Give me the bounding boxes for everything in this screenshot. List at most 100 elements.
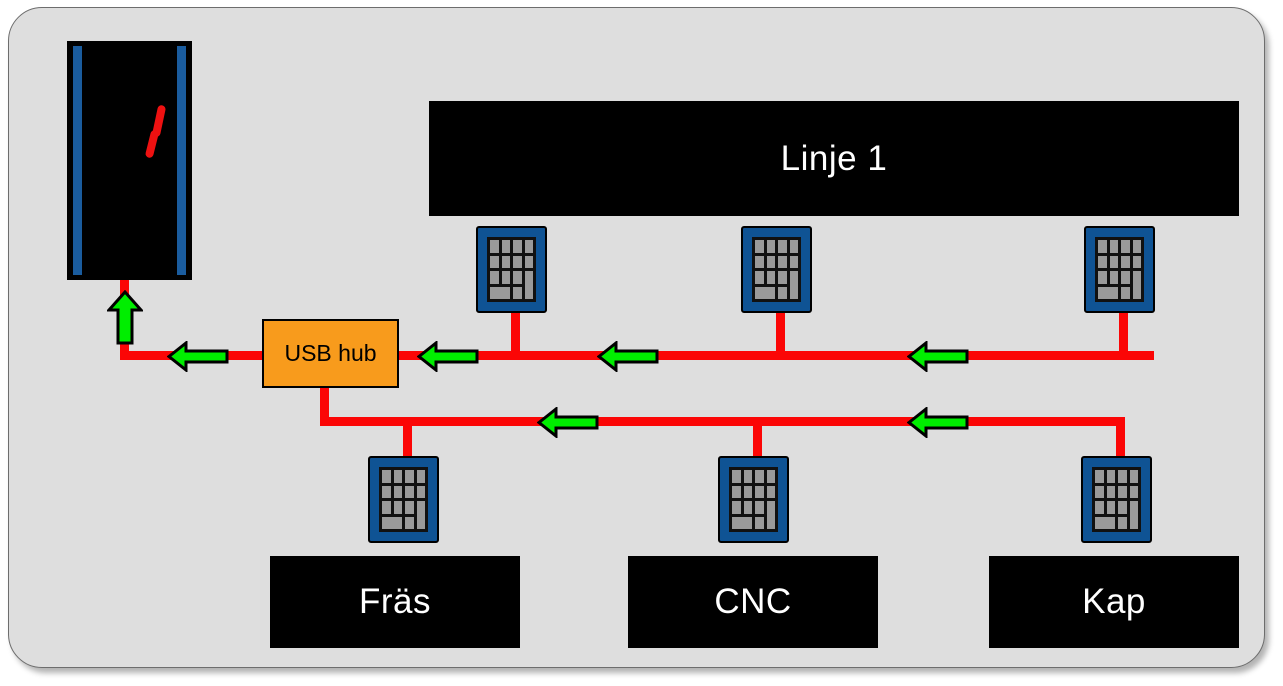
wire-dropper-bottom-1	[403, 417, 412, 460]
keypad-key	[405, 485, 414, 498]
arrow-top-bus-right	[907, 341, 969, 372]
keypad-key	[732, 485, 741, 498]
keypad-key-tall	[1129, 501, 1138, 529]
machine-label: CNC	[714, 582, 792, 621]
keypad-key	[766, 271, 775, 284]
device-bottom-3[interactable]	[1081, 456, 1152, 543]
keypad-grid-icon	[379, 467, 428, 532]
keypad-key	[766, 255, 775, 268]
keypad-key	[755, 470, 764, 483]
device-bottom-1[interactable]	[368, 456, 439, 543]
keypad-key	[743, 485, 752, 498]
keypad-key	[393, 470, 402, 483]
usb-hub-box[interactable]: USB hub	[262, 319, 399, 388]
keypad-key	[416, 485, 425, 498]
keypad-key-tall	[1132, 271, 1141, 299]
keypad-key	[382, 501, 391, 514]
wire-riser-top-3	[1119, 311, 1128, 356]
keypad-key	[416, 470, 425, 483]
keypad-key	[766, 240, 775, 253]
wire-riser-top-1	[511, 311, 520, 356]
wire-monitor-drop	[120, 338, 129, 360]
keypad-key	[501, 255, 510, 268]
keypad-key	[501, 271, 510, 284]
keypad-key	[1106, 470, 1115, 483]
keypad-key-wide	[755, 286, 775, 299]
keypad-key	[778, 255, 787, 268]
machine-label: Kap	[1082, 582, 1146, 621]
keypad-key	[513, 286, 522, 299]
keypad-key	[766, 470, 775, 483]
keypad-key	[1098, 271, 1107, 284]
keypad-key	[789, 240, 798, 253]
arrow-bottom-bus-right	[907, 407, 969, 438]
line-header-box[interactable]: Linje 1	[429, 101, 1239, 216]
keypad-key	[755, 485, 764, 498]
keypad-key	[755, 516, 764, 529]
keypad-key	[755, 501, 764, 514]
keypad-key	[1106, 485, 1115, 498]
keypad-key	[513, 240, 522, 253]
wire-dropper-bottom-3	[1116, 417, 1125, 460]
keypad-key	[1132, 255, 1141, 268]
keypad-key	[1106, 501, 1115, 514]
keypad-grid-icon	[752, 237, 801, 302]
keypad-key	[1132, 240, 1141, 253]
machine-fras[interactable]: Fräs	[270, 556, 520, 648]
device-top-1[interactable]	[476, 226, 547, 313]
keypad-key	[1109, 255, 1118, 268]
keypad-key	[382, 470, 391, 483]
arrow-top-bus-mid	[597, 341, 659, 372]
monitor-bezel-left-icon	[73, 46, 82, 275]
device-top-3[interactable]	[1084, 226, 1155, 313]
keypad-key	[766, 485, 775, 498]
keypad-key	[1121, 240, 1130, 253]
keypad-key	[490, 240, 499, 253]
keypad-key	[1098, 255, 1107, 268]
keypad-key	[1121, 286, 1130, 299]
keypad-key	[1095, 501, 1104, 514]
monitor-bezel-right-icon	[177, 46, 186, 275]
keypad-key	[393, 485, 402, 498]
keypad-key	[1109, 271, 1118, 284]
wire-dropper-bottom-2	[753, 417, 762, 460]
device-top-2[interactable]	[741, 226, 812, 313]
pc-monitor[interactable]	[67, 41, 192, 280]
keypad-key	[1121, 271, 1130, 284]
keypad-grid-icon	[487, 237, 536, 302]
keypad-key-tall	[789, 271, 798, 299]
keypad-key	[382, 485, 391, 498]
keypad-key	[778, 240, 787, 253]
keypad-key	[778, 271, 787, 284]
wire-hub-drop	[320, 388, 329, 426]
keypad-key	[1118, 485, 1127, 498]
keypad-key	[1095, 470, 1104, 483]
keypad-key	[524, 255, 533, 268]
keypad-key	[1098, 240, 1107, 253]
keypad-grid-icon	[729, 467, 778, 532]
keypad-key	[743, 501, 752, 514]
keypad-key	[490, 271, 499, 284]
keypad-key	[1129, 485, 1138, 498]
keypad-key	[1109, 240, 1118, 253]
machine-label: Fräs	[359, 582, 431, 621]
keypad-key	[778, 286, 787, 299]
machine-cnc[interactable]: CNC	[628, 556, 878, 648]
keypad-key	[1118, 516, 1127, 529]
keypad-key-tall	[524, 271, 533, 299]
keypad-key	[755, 255, 764, 268]
keypad-key	[1118, 501, 1127, 514]
arrow-hub-inbound-left	[167, 341, 229, 372]
keypad-key	[513, 255, 522, 268]
keypad-key	[1129, 470, 1138, 483]
machine-kap[interactable]: Kap	[989, 556, 1239, 648]
usb-hub-label: USB hub	[284, 340, 377, 366]
device-bottom-2[interactable]	[718, 456, 789, 543]
arrow-to-monitor	[107, 290, 143, 345]
keypad-key	[1118, 470, 1127, 483]
arrow-bottom-bus-left	[537, 407, 599, 438]
keypad-key	[1121, 255, 1130, 268]
keypad-key	[524, 240, 533, 253]
keypad-grid-icon	[1092, 467, 1141, 532]
